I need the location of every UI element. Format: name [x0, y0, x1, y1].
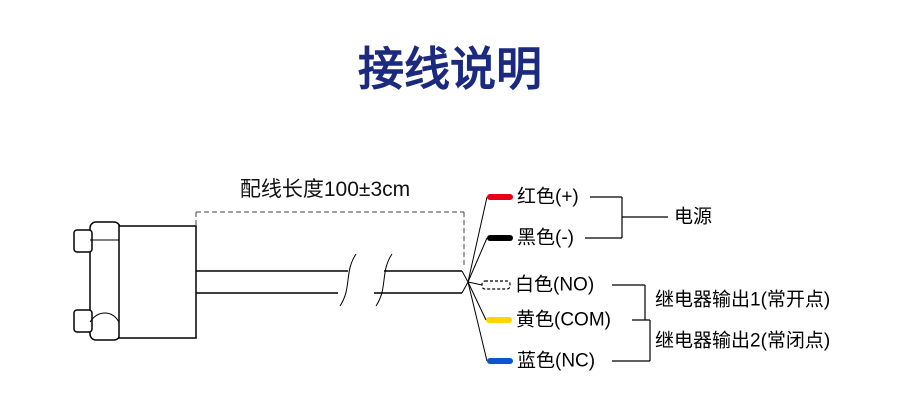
fan-line-yellow: [467, 281, 487, 321]
yellow-wire-label: 黄色(COM): [516, 309, 611, 331]
page-title: 接线说明: [358, 43, 542, 95]
fan-line-black: [467, 237, 488, 283]
power-label: 电源: [674, 206, 712, 228]
relay-output-2-group: 继电器输出2(常闭点): [612, 319, 830, 362]
white-wire-swatch: [481, 280, 511, 290]
connector-body: [118, 225, 197, 339]
red-wire-swatch: [487, 194, 513, 200]
cable-line: [196, 253, 469, 307]
plug-tab-top: [73, 229, 93, 253]
blue-wire-label: 蓝色(NC): [517, 350, 595, 372]
measurement-dashed-line: [195, 211, 465, 266]
plug-tab-bottom: [73, 309, 93, 333]
wire-red: 红色(+): [487, 186, 579, 208]
yellow-wire-swatch: [486, 317, 512, 323]
relay-output-2-bracket: [612, 319, 651, 362]
fan-line-red: [467, 196, 488, 283]
fan-line-blue: [467, 281, 488, 362]
relay-output-1-group: 继电器输出1(常开点): [612, 284, 830, 321]
power-group: 电源: [585, 196, 712, 239]
black-wire-swatch: [487, 235, 513, 241]
relay-output-2-label: 继电器输出2(常闭点): [655, 330, 830, 352]
power-bracket: [585, 196, 668, 239]
cable-break-marks: [339, 253, 393, 307]
plug-detail-arc: [89, 312, 120, 323]
relay-output-1-bracket: [612, 284, 646, 321]
cable-end-cap: [461, 270, 469, 294]
blue-wire-swatch: [487, 358, 513, 364]
fan-line-white: [467, 281, 483, 286]
connector-plug: [73, 221, 121, 341]
wire-black: 黑色(-): [487, 227, 574, 249]
fan-lines: [467, 196, 488, 362]
white-wire-label: 白色(NO): [515, 274, 594, 296]
wire-yellow: 黄色(COM): [486, 309, 611, 331]
black-wire-label: 黑色(-): [517, 227, 574, 249]
cable-length-label: 配线长度100±3cm: [240, 178, 410, 201]
red-wire-label: 红色(+): [517, 186, 579, 208]
wire-white: 白色(NO): [481, 274, 594, 296]
wire-blue: 蓝色(NC): [487, 350, 595, 372]
relay-output-1-label: 继电器输出1(常开点): [655, 289, 830, 311]
